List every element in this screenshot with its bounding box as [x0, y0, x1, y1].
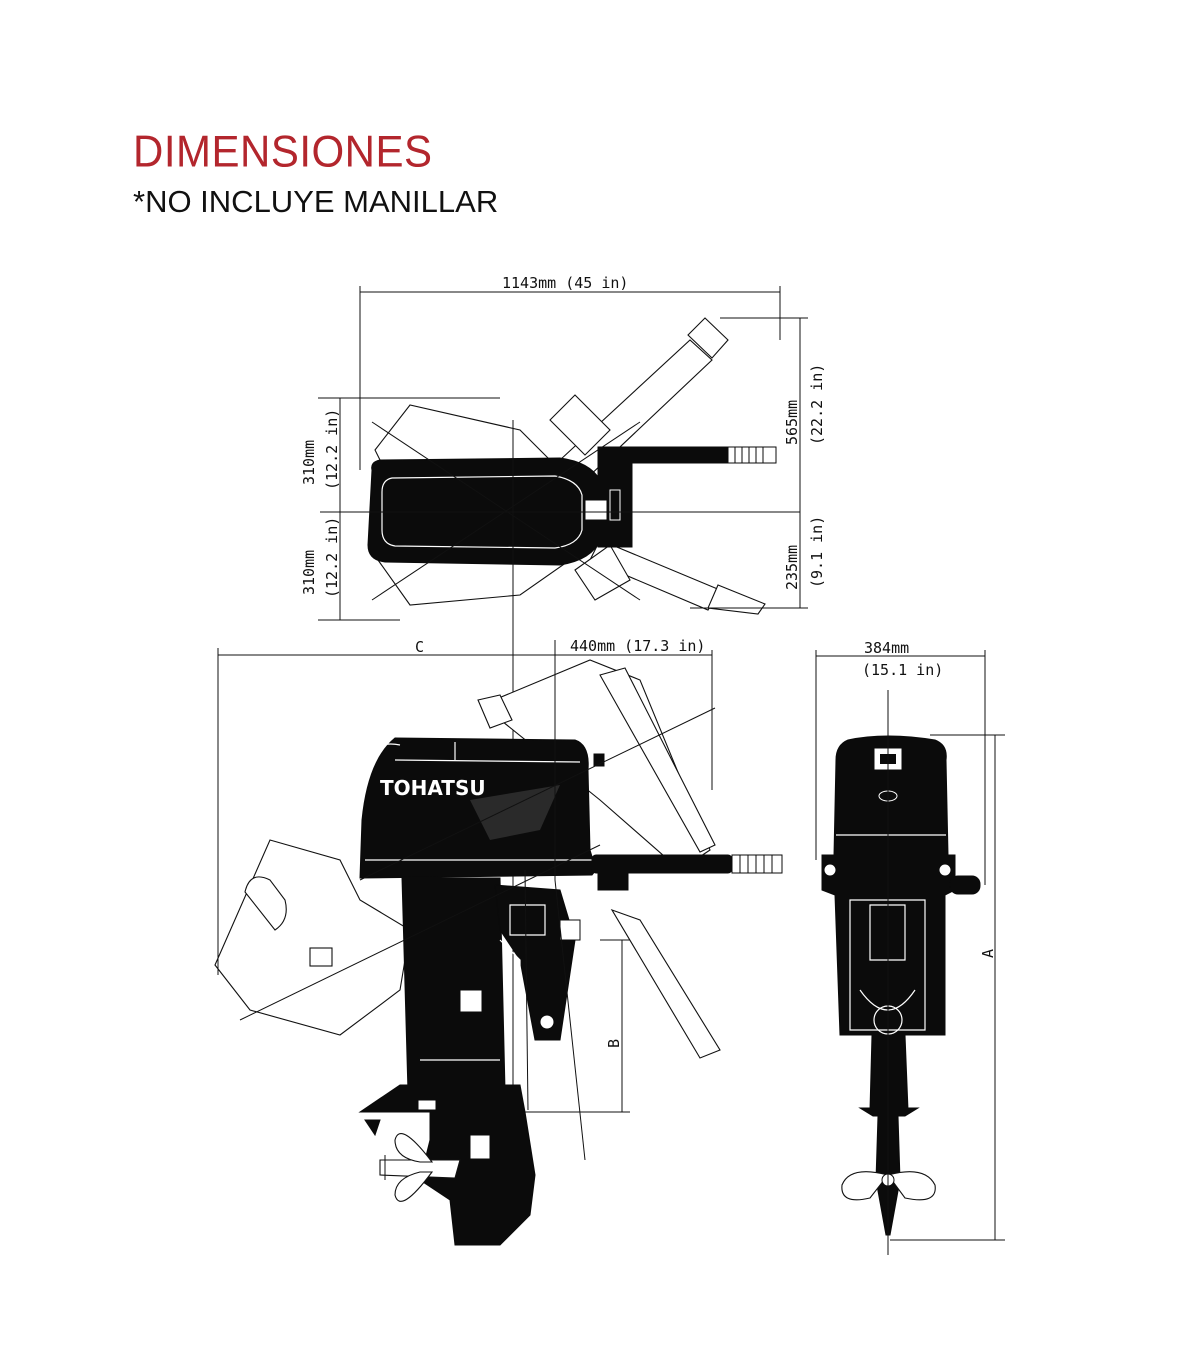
dim-tiller-down-in: (9.1 in)	[808, 516, 826, 588]
shaft-rear	[858, 1034, 920, 1236]
dim-label-c: C	[415, 638, 424, 656]
dim-tiller-down-mm: 235mm	[783, 545, 801, 590]
dim-left-bottom-in: (12.2 in)	[323, 517, 341, 598]
dim-left-top-in: (12.2 in)	[323, 409, 341, 490]
dim-overall-length: 1143mm (45 in)	[502, 274, 628, 292]
dim-label-b: B	[605, 1039, 623, 1048]
dim-tiller-up-in: (22.2 in)	[808, 364, 826, 445]
cowl-side-solid: TOHATSU	[359, 737, 605, 879]
bracket-rear	[821, 854, 981, 1036]
brand-logo: TOHATSU	[380, 776, 486, 800]
ghost-tiller-down	[574, 539, 766, 615]
side-view: TOHATSU	[214, 640, 783, 1246]
cowl-rear-solid	[833, 735, 949, 856]
dim-tiller-reach: 440mm (17.3 in)	[570, 637, 705, 655]
tiller-side	[591, 854, 783, 891]
dim-left-bottom-mm: 310mm	[300, 550, 318, 595]
dim-tiller-up-mm: 565mm	[783, 400, 801, 445]
lower-unit-side	[358, 1084, 536, 1246]
propeller-side	[379, 1133, 461, 1202]
page-title: DIMENSIONES	[133, 126, 433, 177]
dim-width-in: (15.1 in)	[862, 661, 943, 679]
rear-view	[815, 650, 1005, 1255]
dim-label-a: A	[979, 949, 997, 958]
ghost-tiller-up	[549, 317, 729, 481]
dim-left-top-mm: 310mm	[300, 440, 318, 485]
cowl-top-solid	[367, 446, 777, 566]
midsection	[401, 877, 581, 1093]
top-view	[318, 286, 808, 1100]
page-subtitle: *NO INCLUYE MANILLAR	[133, 184, 499, 219]
dim-width-mm: 384mm	[864, 639, 909, 657]
